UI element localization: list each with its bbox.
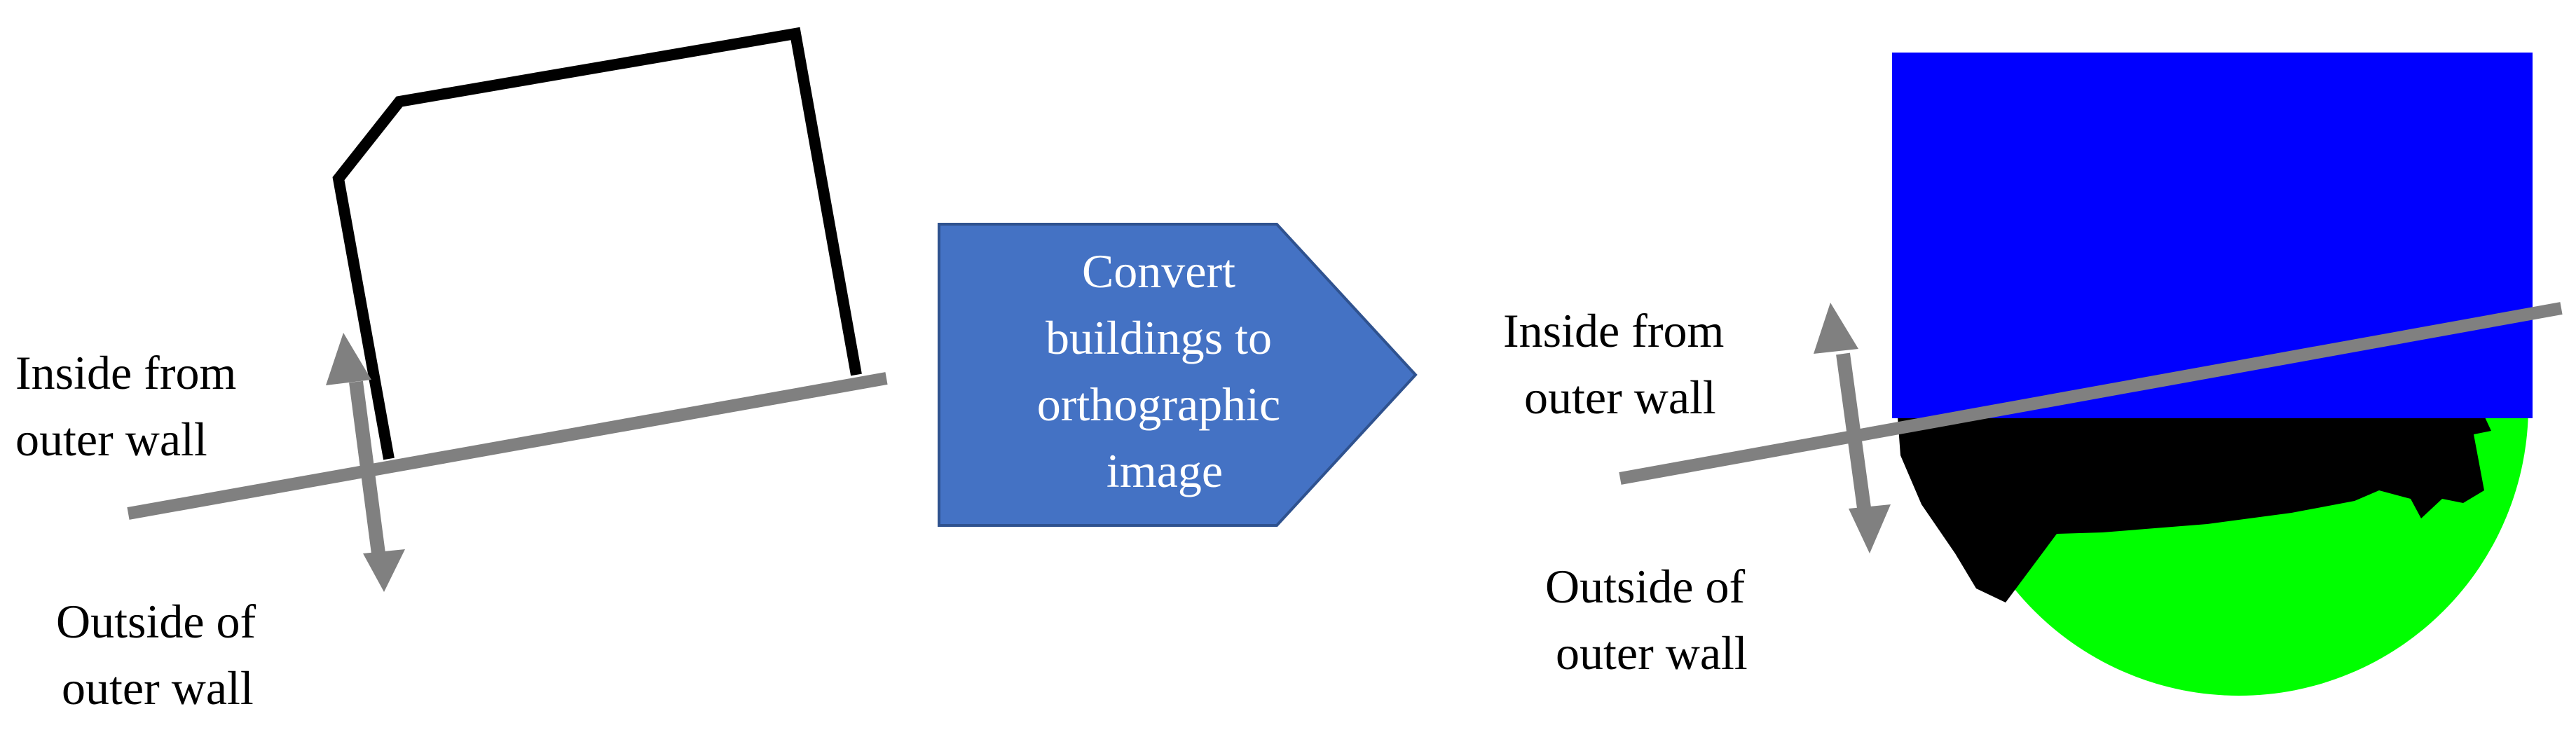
process-arrow: Convert buildings to orthographic image [938, 223, 1418, 527]
arrowhead-down-icon [363, 549, 405, 592]
left-inside-label-line-1: Inside from [15, 346, 236, 399]
left-outside-label-line-1: Outside of [56, 595, 256, 648]
left-inside-label-line-2: outer wall [15, 413, 207, 466]
right-inside-label-line-2: outer wall [1524, 371, 1716, 424]
inside-region-blue [1892, 53, 2533, 418]
inside-outside-double-arrow-right [1814, 303, 1891, 553]
left-outside-label-line-2: outer wall [62, 661, 254, 715]
left-inside-label: Inside from outer wall [15, 346, 248, 466]
process-arrow-line-1: Convert [1082, 244, 1235, 298]
outer-wall-line-right [1619, 302, 2563, 485]
process-arrow-line-3: orthographic [1037, 378, 1280, 431]
arrowhead-up-icon [326, 333, 371, 385]
process-arrow-line-2: buildings to [1046, 311, 1272, 364]
outer-wall-line [127, 372, 888, 520]
process-arrow-text: Convert buildings to orthographic image [1037, 244, 1292, 497]
left-outside-label: Outside of outer wall [56, 595, 268, 715]
right-outside-label-line-1: Outside of [1545, 560, 1746, 613]
building-outline [332, 27, 862, 460]
pentagon-arrow-shape [938, 223, 1418, 527]
right-inside-label: Inside from outer wall [1503, 304, 1736, 424]
right-panel: Inside from outer wall Outside of outer … [1503, 53, 2563, 696]
right-inside-label-line-1: Inside from [1503, 304, 1724, 357]
left-panel: Inside from outer wall Outside of outer … [15, 27, 888, 715]
inside-outside-double-arrow [326, 333, 405, 592]
arrowhead-down-icon [1849, 504, 1891, 553]
arrowhead-up-icon [1814, 303, 1858, 354]
process-arrow-line-4: image [1107, 444, 1223, 497]
right-outside-label: Outside of outer wall [1545, 560, 1757, 680]
right-outside-label-line-2: outer wall [1556, 626, 1748, 680]
